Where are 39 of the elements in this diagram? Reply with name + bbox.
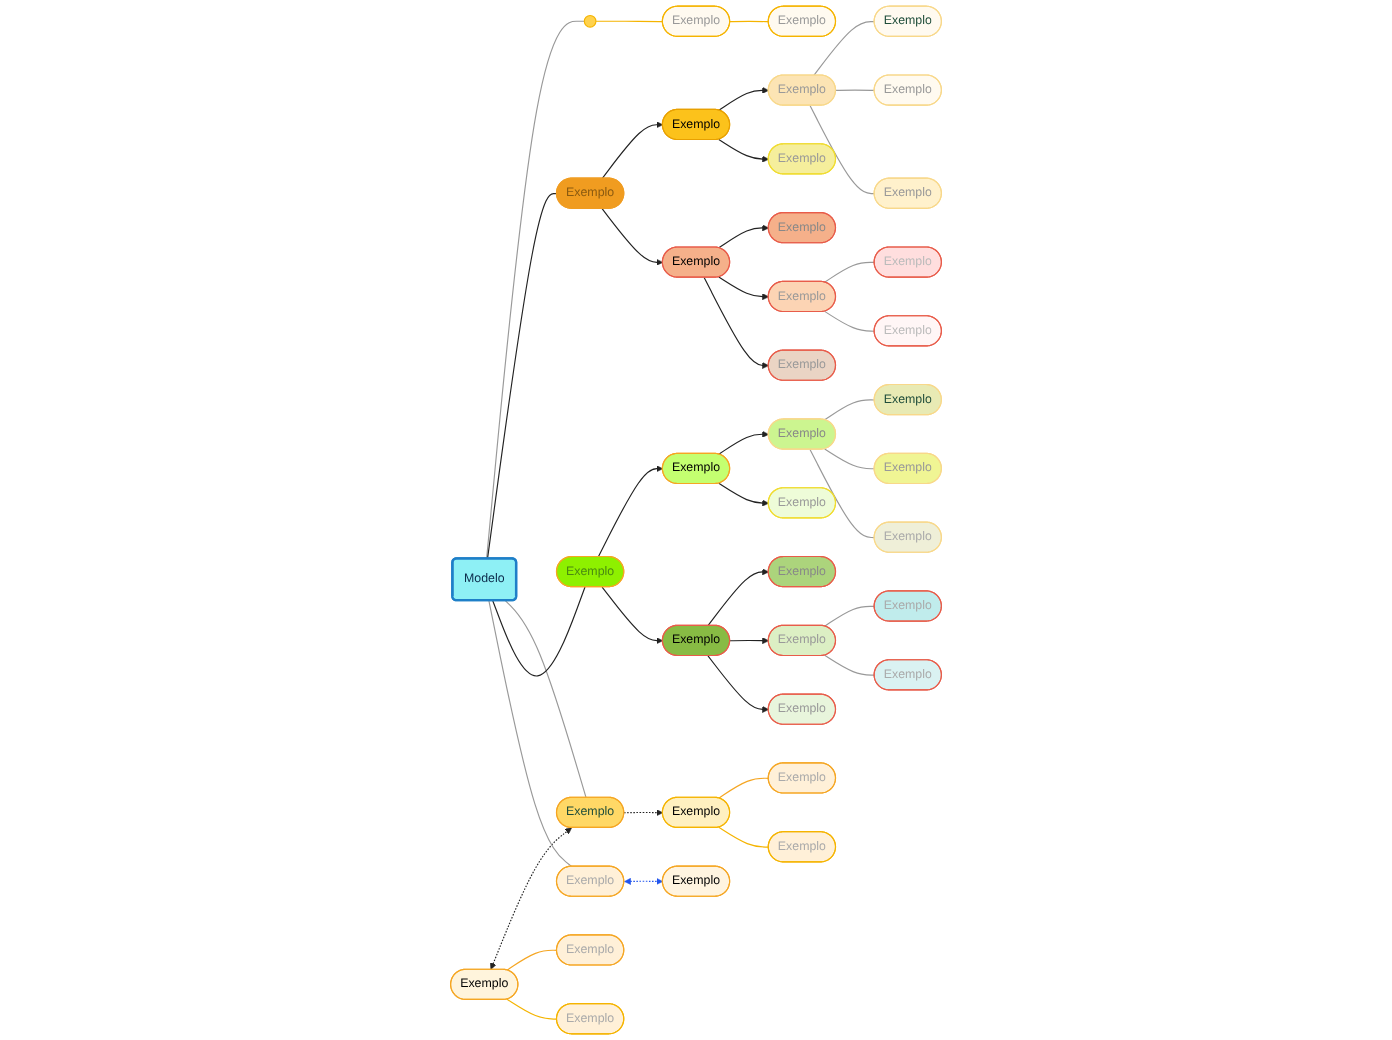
arrow <box>718 430 769 455</box>
connector <box>824 310 876 332</box>
connector <box>824 605 876 627</box>
arrow <box>718 276 769 301</box>
arrow <box>703 276 769 369</box>
connector <box>824 399 876 421</box>
arrow <box>623 809 664 817</box>
connector <box>486 20 585 560</box>
arrow <box>601 586 664 645</box>
connector <box>504 600 587 799</box>
arrow <box>601 208 664 266</box>
arrow <box>601 121 664 180</box>
arrow <box>624 878 664 885</box>
connector <box>824 448 876 470</box>
connector <box>809 448 876 539</box>
node-circle <box>583 14 597 28</box>
arrow <box>729 637 769 645</box>
connector <box>486 193 558 560</box>
arrow <box>597 465 664 558</box>
connector <box>488 600 573 868</box>
arrow <box>718 138 769 163</box>
connector <box>718 777 770 799</box>
arrow <box>718 482 769 507</box>
arrow <box>707 568 769 627</box>
connector <box>506 998 558 1020</box>
connector <box>506 949 558 971</box>
connector <box>824 261 876 283</box>
connector <box>813 21 876 76</box>
connector <box>492 586 586 677</box>
connector <box>835 89 876 91</box>
connector <box>809 104 876 195</box>
connector <box>595 20 664 23</box>
arrow <box>718 224 769 249</box>
arrow <box>718 86 769 111</box>
arrow <box>707 655 769 713</box>
connector <box>824 654 876 676</box>
arrow <box>490 827 572 970</box>
connector <box>729 20 770 23</box>
connector <box>718 826 770 848</box>
